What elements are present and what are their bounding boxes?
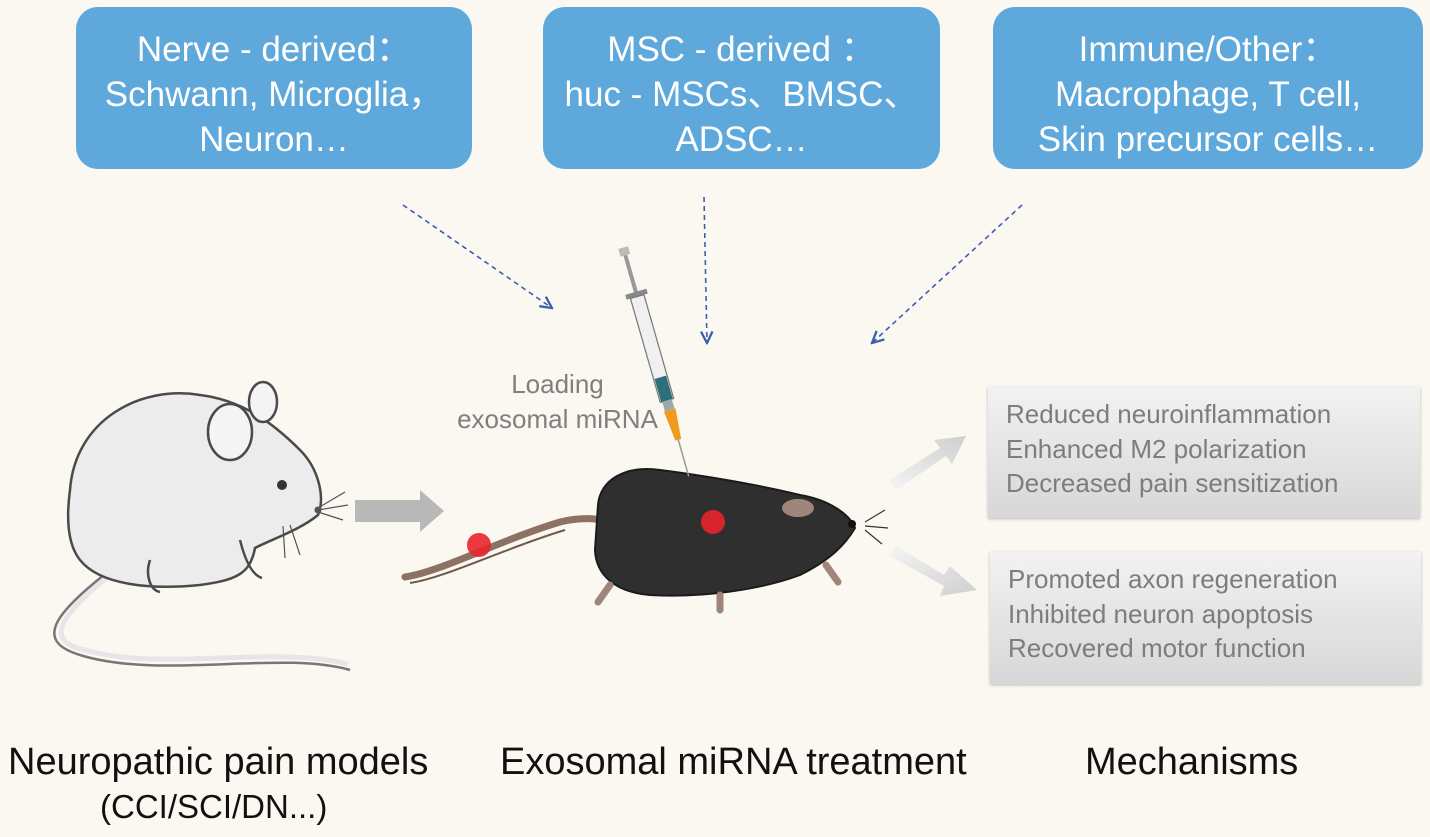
mechanism-1-line-2: Enhanced M2 polarization bbox=[1006, 433, 1307, 464]
label-exosomal-mirna-treatment: Exosomal miRNA treatment bbox=[500, 741, 967, 783]
arrow-nerve-to-treatment bbox=[402, 204, 552, 308]
source-immune-line-1: Immune/Other： bbox=[1078, 30, 1338, 69]
mechanism-2-line-1: Promoted axon regeneration bbox=[1008, 564, 1338, 594]
loading-line-2: exosomal miRNA bbox=[457, 404, 658, 434]
mechanism-2-line-2: Inhibited neuron apoptosis bbox=[1008, 598, 1314, 629]
black-mouse-illustration bbox=[401, 468, 889, 614]
loading-exosomal-mirna-label: Loading exosomal miRNA bbox=[430, 367, 685, 437]
source-msc-line-1: MSC - derived ： bbox=[607, 30, 876, 69]
source-immune-line-2: Macrophage, T cell, bbox=[1054, 75, 1362, 114]
source-box-nerve-derived: Nerve - derived： Schwann, Microglia， Neu… bbox=[76, 7, 472, 169]
mechanism-box-1: Reduced neuroinflammation Enhanced M2 po… bbox=[988, 387, 1420, 518]
mechanism-1-line-3: Decreased pain sensitization bbox=[1006, 468, 1339, 498]
mechanism-2-line-3: Recovered motor function bbox=[1008, 633, 1306, 663]
injection-spot-tail bbox=[467, 533, 491, 557]
syringe-icon bbox=[618, 246, 690, 477]
source-nerve-line-2: Schwann, Microglia， bbox=[104, 75, 444, 114]
label-mechanisms: Mechanisms bbox=[1085, 741, 1299, 783]
arrow-to-mechanism-2 bbox=[890, 546, 977, 596]
source-nerve-line-3: Neuron… bbox=[199, 120, 349, 159]
arrow-msc-to-treatment bbox=[704, 196, 707, 343]
source-box-immune-other: Immune/Other： Macrophage, T cell, Skin p… bbox=[993, 7, 1423, 169]
source-box-msc-derived: MSC - derived ： huc - MSCs、BMSC、 ADSC… bbox=[543, 7, 940, 169]
source-msc-line-2: huc - MSCs、BMSC、 bbox=[564, 75, 919, 114]
mechanism-box-2: Promoted axon regeneration Inhibited neu… bbox=[990, 552, 1421, 684]
injection-spot-body bbox=[701, 510, 725, 534]
white-mouse-illustration bbox=[53, 380, 351, 672]
arrow-immune-to-treatment bbox=[872, 204, 1023, 343]
mechanism-1-line-1: Reduced neuroinflammation bbox=[1006, 399, 1332, 429]
source-immune-line-3: Skin precursor cells… bbox=[1037, 120, 1379, 159]
arrow-model-to-treatment bbox=[355, 490, 444, 532]
label-models-subtitle: (CCI/SCI/DN...) bbox=[100, 788, 328, 825]
source-msc-line-3: ADSC… bbox=[675, 120, 808, 159]
arrow-to-mechanism-1 bbox=[890, 436, 966, 490]
label-neuropathic-pain-models: Neuropathic pain models bbox=[8, 741, 429, 783]
loading-line-1: Loading bbox=[511, 369, 604, 399]
source-nerve-line-1: Nerve - derived： bbox=[136, 30, 412, 69]
